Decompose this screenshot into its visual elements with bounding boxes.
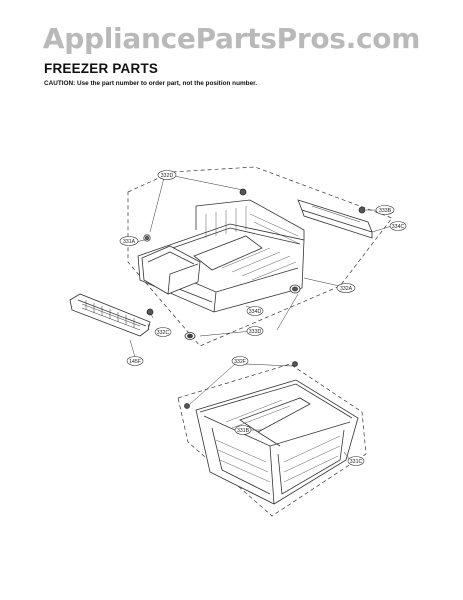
fastener-332f-a: [184, 403, 190, 409]
callout-331b: 331B: [234, 425, 252, 435]
svg-text:333B: 333B: [379, 208, 392, 214]
callout-331c: 331C: [347, 456, 365, 466]
callout-332f: 332F: [231, 356, 249, 366]
callout-331a: 331A: [119, 236, 139, 246]
callout-332c: 332C: [154, 327, 172, 337]
right-rail: [297, 199, 373, 239]
page-title: FREEZER PARTS: [44, 61, 159, 76]
callout-332d: 332D: [157, 170, 177, 180]
callout-333d: 333D: [246, 326, 264, 336]
svg-text:333D: 333D: [249, 329, 262, 335]
upper-drawer: [137, 199, 305, 313]
callout-145f: 145F: [126, 356, 144, 366]
svg-text:334D: 334D: [249, 309, 262, 315]
svg-text:334C: 334C: [392, 224, 405, 230]
lower-assembly-boundary: [177, 363, 367, 517]
svg-text:331C: 331C: [350, 459, 363, 465]
site-watermark: AppliancePartsPros.com: [42, 22, 421, 55]
svg-text:145F: 145F: [129, 359, 141, 365]
left-rail: [69, 293, 151, 337]
svg-text:331B: 331B: [237, 428, 250, 434]
svg-text:332D: 332D: [161, 173, 174, 179]
svg-text:331A: 331A: [123, 239, 136, 245]
callout-333b: 333B: [375, 205, 395, 215]
callout-334c: 334C: [389, 221, 407, 231]
fastener-332f-b: [292, 361, 298, 367]
fastener-333b: [358, 206, 366, 214]
fastener-333d: [146, 308, 154, 316]
callout-334d: 334D: [246, 306, 264, 316]
lower-basket: [195, 379, 359, 505]
fastener-332d: [239, 188, 247, 196]
svg-text:332A: 332A: [340, 286, 353, 292]
svg-text:332C: 332C: [157, 330, 170, 336]
callout-332a: 332A: [336, 283, 356, 293]
caution-note: CAUTION: Use the part number to order pa…: [44, 80, 258, 87]
svg-text:332F: 332F: [234, 359, 246, 365]
